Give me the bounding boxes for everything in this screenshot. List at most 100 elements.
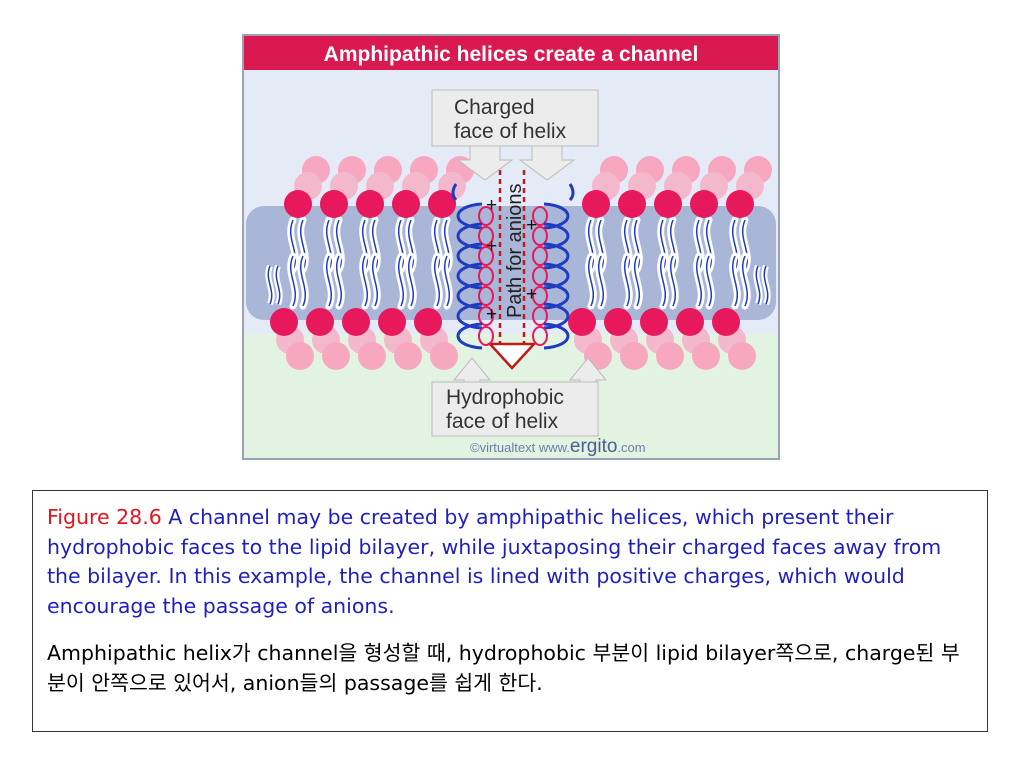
helix-pink-ring [478,226,494,246]
helix-pink-ring [532,326,548,346]
lipid-head-top [690,190,718,218]
credit-brand: ergito [570,436,618,457]
lipid-tail-outline [696,219,712,271]
credit-suffix: .com [617,440,645,455]
lipid-head-top [356,190,384,218]
helix-coil [543,262,570,290]
lipid-tail-outline [434,255,450,307]
helix-coil [456,322,483,350]
charged-arrow-right-icon [518,145,576,181]
lipid-head-bottom [604,308,632,336]
lipid-head-bottom [270,308,298,336]
charged-label-box [431,89,599,147]
amphipathic-helix [532,202,570,350]
lipid-tail-outline [624,255,640,307]
charged-arrow-left-icon [456,145,514,181]
lipid-tail-outline [660,219,676,271]
lipid-head-back [358,342,386,370]
lipid-tail-outline [267,265,281,305]
lipid-head-bottom [640,308,668,336]
credit-prefix: ©virtualtext www. [470,440,570,455]
channel-label: Path for anions [504,183,526,318]
figure-number: Figure 28.6 [47,505,162,529]
plus-charge: + [526,284,537,305]
plus-charge: + [486,304,497,325]
caption-korean: Amphipathic helix가 channel을 형성할 때, hydro… [47,641,960,695]
helix-pink-ring [532,226,548,246]
lipid-head-bottom [342,308,370,336]
lipid-head-top [392,190,420,218]
plus-charge: + [526,215,537,236]
lipid-head-bottom [378,308,406,336]
helices [451,183,575,350]
lipid-head-bottom [306,308,334,336]
helix-coil [456,282,483,310]
lipid-head-top [582,190,610,218]
lipid-tail-outline [588,255,604,307]
channel-arrow-icon [487,342,537,370]
lipid-head-back [728,342,756,370]
helix-pink-ring [532,306,548,326]
lipid-head-top [618,190,646,218]
lipid-tail-outline [588,219,604,271]
lipid-head-bottom [414,308,442,336]
lipid-head-bottom [568,308,596,336]
lipid-tail-outline [362,255,378,307]
lipid-head-top [654,190,682,218]
lipid-tail-outline [398,255,414,307]
figure-panel: Amphipathic helices create a channel Pat… [242,34,780,460]
lipid-tail-outline [362,219,378,271]
lipid-tail-outline [326,255,342,307]
amphipathic-helix [456,202,494,350]
helix-coil [456,302,483,330]
helix-coil [543,202,570,230]
helix-coil [456,262,483,290]
lipid-head-bottom [712,308,740,336]
lipid-tail-outline [434,219,450,271]
lipid-head-top [428,190,456,218]
helix-pink-ring [478,326,494,346]
caption-box: Figure 28.6 A channel may be created by … [32,490,988,732]
lipid-head-top [726,190,754,218]
lipid-tail-outline [290,219,306,271]
lipid-tail-outline [398,219,414,271]
lipid-tail-outline [755,265,769,305]
helix-coil [456,242,483,270]
title-bar [244,36,778,70]
hydrophobic-label-box [431,381,599,437]
hydrophobic-label-line2: face of helix [446,410,559,433]
helix-pink-ring [478,206,494,226]
helix-pink-ring [478,266,494,286]
credit-text: ©virtualtext www.ergito.com [470,436,646,457]
helix-pink-ring [478,306,494,326]
lipid-tail-outline [696,255,712,307]
lipid-head-back [322,342,350,370]
channel-diagram: Amphipathic helices create a channel Pat… [242,34,780,460]
lipid-back-layer [276,156,772,370]
lipid-tail-outline [660,255,676,307]
lipid-tail-outline [732,255,748,307]
lipid-head-top [320,190,348,218]
helix-coil [543,302,570,330]
lipid-tail-outline [290,255,306,307]
helix-coil [543,322,570,350]
lipid-tail-outline [624,219,640,271]
helix-pink-ring [532,206,548,226]
helix-coil [456,202,483,230]
plus-charge: + [486,195,497,216]
lipid-head-back [620,342,648,370]
lipid-head-back [394,342,422,370]
charged-face-callout: Charged face of helix [431,89,599,181]
plus-charge: + [486,236,497,257]
helix-pink-ring [478,286,494,306]
helix-coil [456,222,483,250]
lipid-head-bottom [676,308,704,336]
lipid-front-layer [265,190,771,336]
helix-pink-ring [532,246,548,266]
helix-pink-ring [532,266,548,286]
helix-pink-ring [478,246,494,266]
lipid-head-back [430,342,458,370]
figure-border [242,34,780,460]
lipid-tail-outline [326,219,342,271]
diagram-title: Amphipathic helices create a channel [324,43,699,66]
